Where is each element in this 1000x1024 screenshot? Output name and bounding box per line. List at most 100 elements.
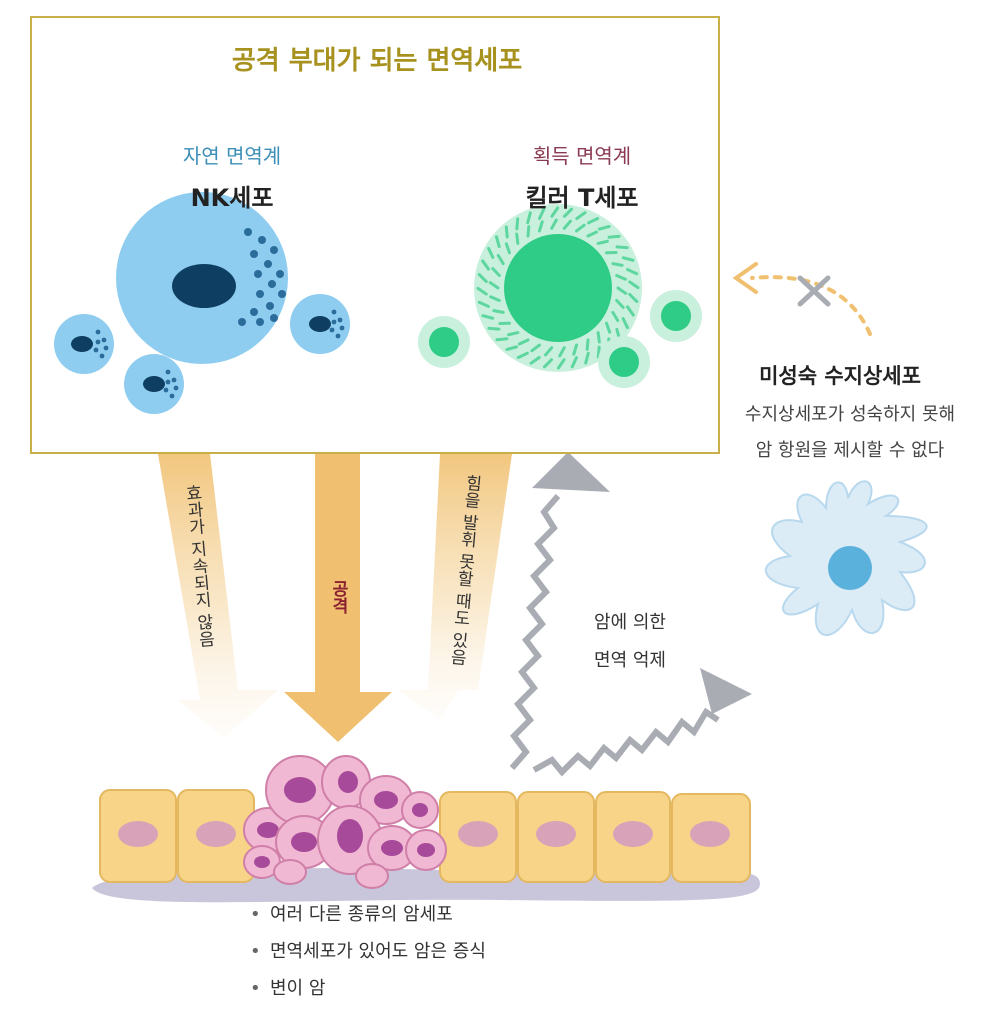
t-cell-spike [626, 268, 639, 276]
t-cell-spike [625, 305, 635, 317]
blocked-path-dotted [750, 275, 872, 336]
nk-cell-small [124, 354, 184, 414]
dendritic-cell-desc-1: 수지상세포가 성숙하지 못해 [744, 404, 956, 425]
t-cell-spike [481, 314, 495, 320]
killer-t-cell-large [474, 204, 642, 372]
blocked-path-arrowhead [732, 262, 758, 294]
dendritic-cell [765, 480, 928, 636]
t-cell-spike [526, 225, 531, 238]
immune-suppression-label-1: 암에 의한 [594, 612, 666, 633]
t-cell-spike [507, 331, 520, 337]
t-cell-spike [487, 326, 501, 331]
t-cell-spike [494, 235, 501, 249]
t-cell-spike [504, 225, 509, 239]
list-item: •여러 다른 종류의 암세포 [250, 904, 453, 925]
list-item: •면역세포가 있어도 암은 증식 [250, 941, 486, 962]
t-cell-spike [575, 223, 586, 233]
t-cell-spike [615, 298, 625, 309]
t-cell-spike [587, 217, 600, 225]
t-cell-spike [538, 207, 546, 220]
t-cell-spike [542, 358, 554, 369]
t-cell-spike [584, 351, 590, 365]
t-cell-spike [596, 239, 609, 245]
t-cell-spike [516, 351, 529, 359]
t-cell-spike [596, 331, 601, 344]
t-cell-spike [537, 220, 544, 233]
t-cell-spike [515, 217, 520, 231]
t-cell-spike [496, 253, 505, 266]
dendritic-cell-title: 미성숙 수지상세포 [759, 364, 921, 388]
t-cell-spike [570, 356, 578, 369]
t-cell-spike [515, 232, 520, 245]
list-item: •변이 암 [250, 978, 326, 999]
panel-title: 공격 부대가 되는 면역세포 [231, 46, 523, 76]
dendritic-cell-desc-2: 암 항원을 제시할 수 없다 [755, 440, 945, 461]
t-cell-spike [481, 259, 491, 271]
t-cell-spike [611, 310, 620, 323]
suppression-arrowhead-2 [700, 668, 752, 714]
bullet-icon: • [250, 904, 261, 925]
immune-cell-panel: 공격 부대가 되는 면역세포 [30, 16, 720, 454]
t-cell-spike [495, 337, 509, 342]
t-cell-spike [616, 286, 628, 295]
t-cell-spike [526, 211, 532, 225]
t-cell-spike [477, 300, 490, 308]
suppression-zigzag-2 [532, 707, 720, 777]
tumor-cluster [243, 755, 447, 889]
t-cell-spike [505, 345, 519, 352]
suppression-zigzag-1 [509, 494, 561, 770]
t-cell-spike [615, 274, 627, 281]
t-cell-spike [492, 309, 505, 314]
bullet-icon: • [250, 941, 261, 962]
nk-cell-small [290, 294, 350, 354]
arrow-left-fading [158, 454, 278, 738]
arrow-center-label: 공격 [328, 580, 348, 614]
t-cell-spike [550, 218, 558, 230]
t-cell-spike [597, 224, 611, 231]
nk-cell-label: NK세포 [190, 184, 274, 212]
nk-cell-large [116, 192, 288, 364]
t-cell-spike [572, 343, 579, 356]
t-cell-spike [621, 317, 629, 330]
panel-cells [54, 192, 702, 414]
t-cell-spike [575, 211, 587, 221]
cross-mark-icon [797, 275, 831, 307]
t-cell-spike [530, 343, 541, 353]
killer-t-cell-label: 킬러 T세포 [525, 184, 639, 212]
t-cell-spike [607, 234, 621, 239]
t-cell-spike [628, 292, 639, 304]
t-cell-spike [586, 230, 599, 238]
nk-cell-small [54, 314, 114, 374]
t-cell-spike [611, 262, 624, 267]
t-cell-spike [562, 207, 574, 218]
t-cell-spike [562, 219, 572, 230]
t-cell-spike [550, 206, 560, 218]
t-cell-spike [556, 358, 566, 370]
t-cell-spike [476, 286, 488, 296]
t-cell-spike [621, 256, 635, 262]
t-cell-spike [517, 338, 530, 346]
t-cell-spike [605, 321, 612, 334]
killer-t-cell-small [598, 336, 650, 388]
immune-suppression-label-2: 면역 억제 [594, 650, 666, 671]
adaptive-immunity-label: 획득 면역계 [532, 144, 632, 168]
cancer-facts-list: •여러 다른 종류의 암세포 •면역세포가 있어도 암은 증식 •변이 암 [250, 900, 486, 1011]
suppression-arrowhead-1 [532, 452, 610, 492]
t-cell-spike [544, 346, 554, 357]
t-cell-spike [477, 272, 488, 284]
bullet-icon: • [250, 978, 261, 999]
killer-t-cell-small [418, 316, 470, 368]
normal-cell-row [99, 789, 751, 883]
t-cell-spike [504, 242, 511, 255]
innate-immunity-label: 자연 면역계 [182, 144, 282, 168]
t-cell-spike [487, 246, 495, 259]
t-cell-spike [491, 267, 501, 278]
t-cell-spike [585, 338, 590, 351]
t-cell-spike [488, 281, 500, 290]
killer-t-cell-small [650, 290, 702, 342]
arrow-center-attack [284, 454, 392, 742]
t-cell-spike [529, 355, 541, 365]
t-cell-spike [489, 295, 501, 302]
t-cell-spike [558, 346, 566, 358]
